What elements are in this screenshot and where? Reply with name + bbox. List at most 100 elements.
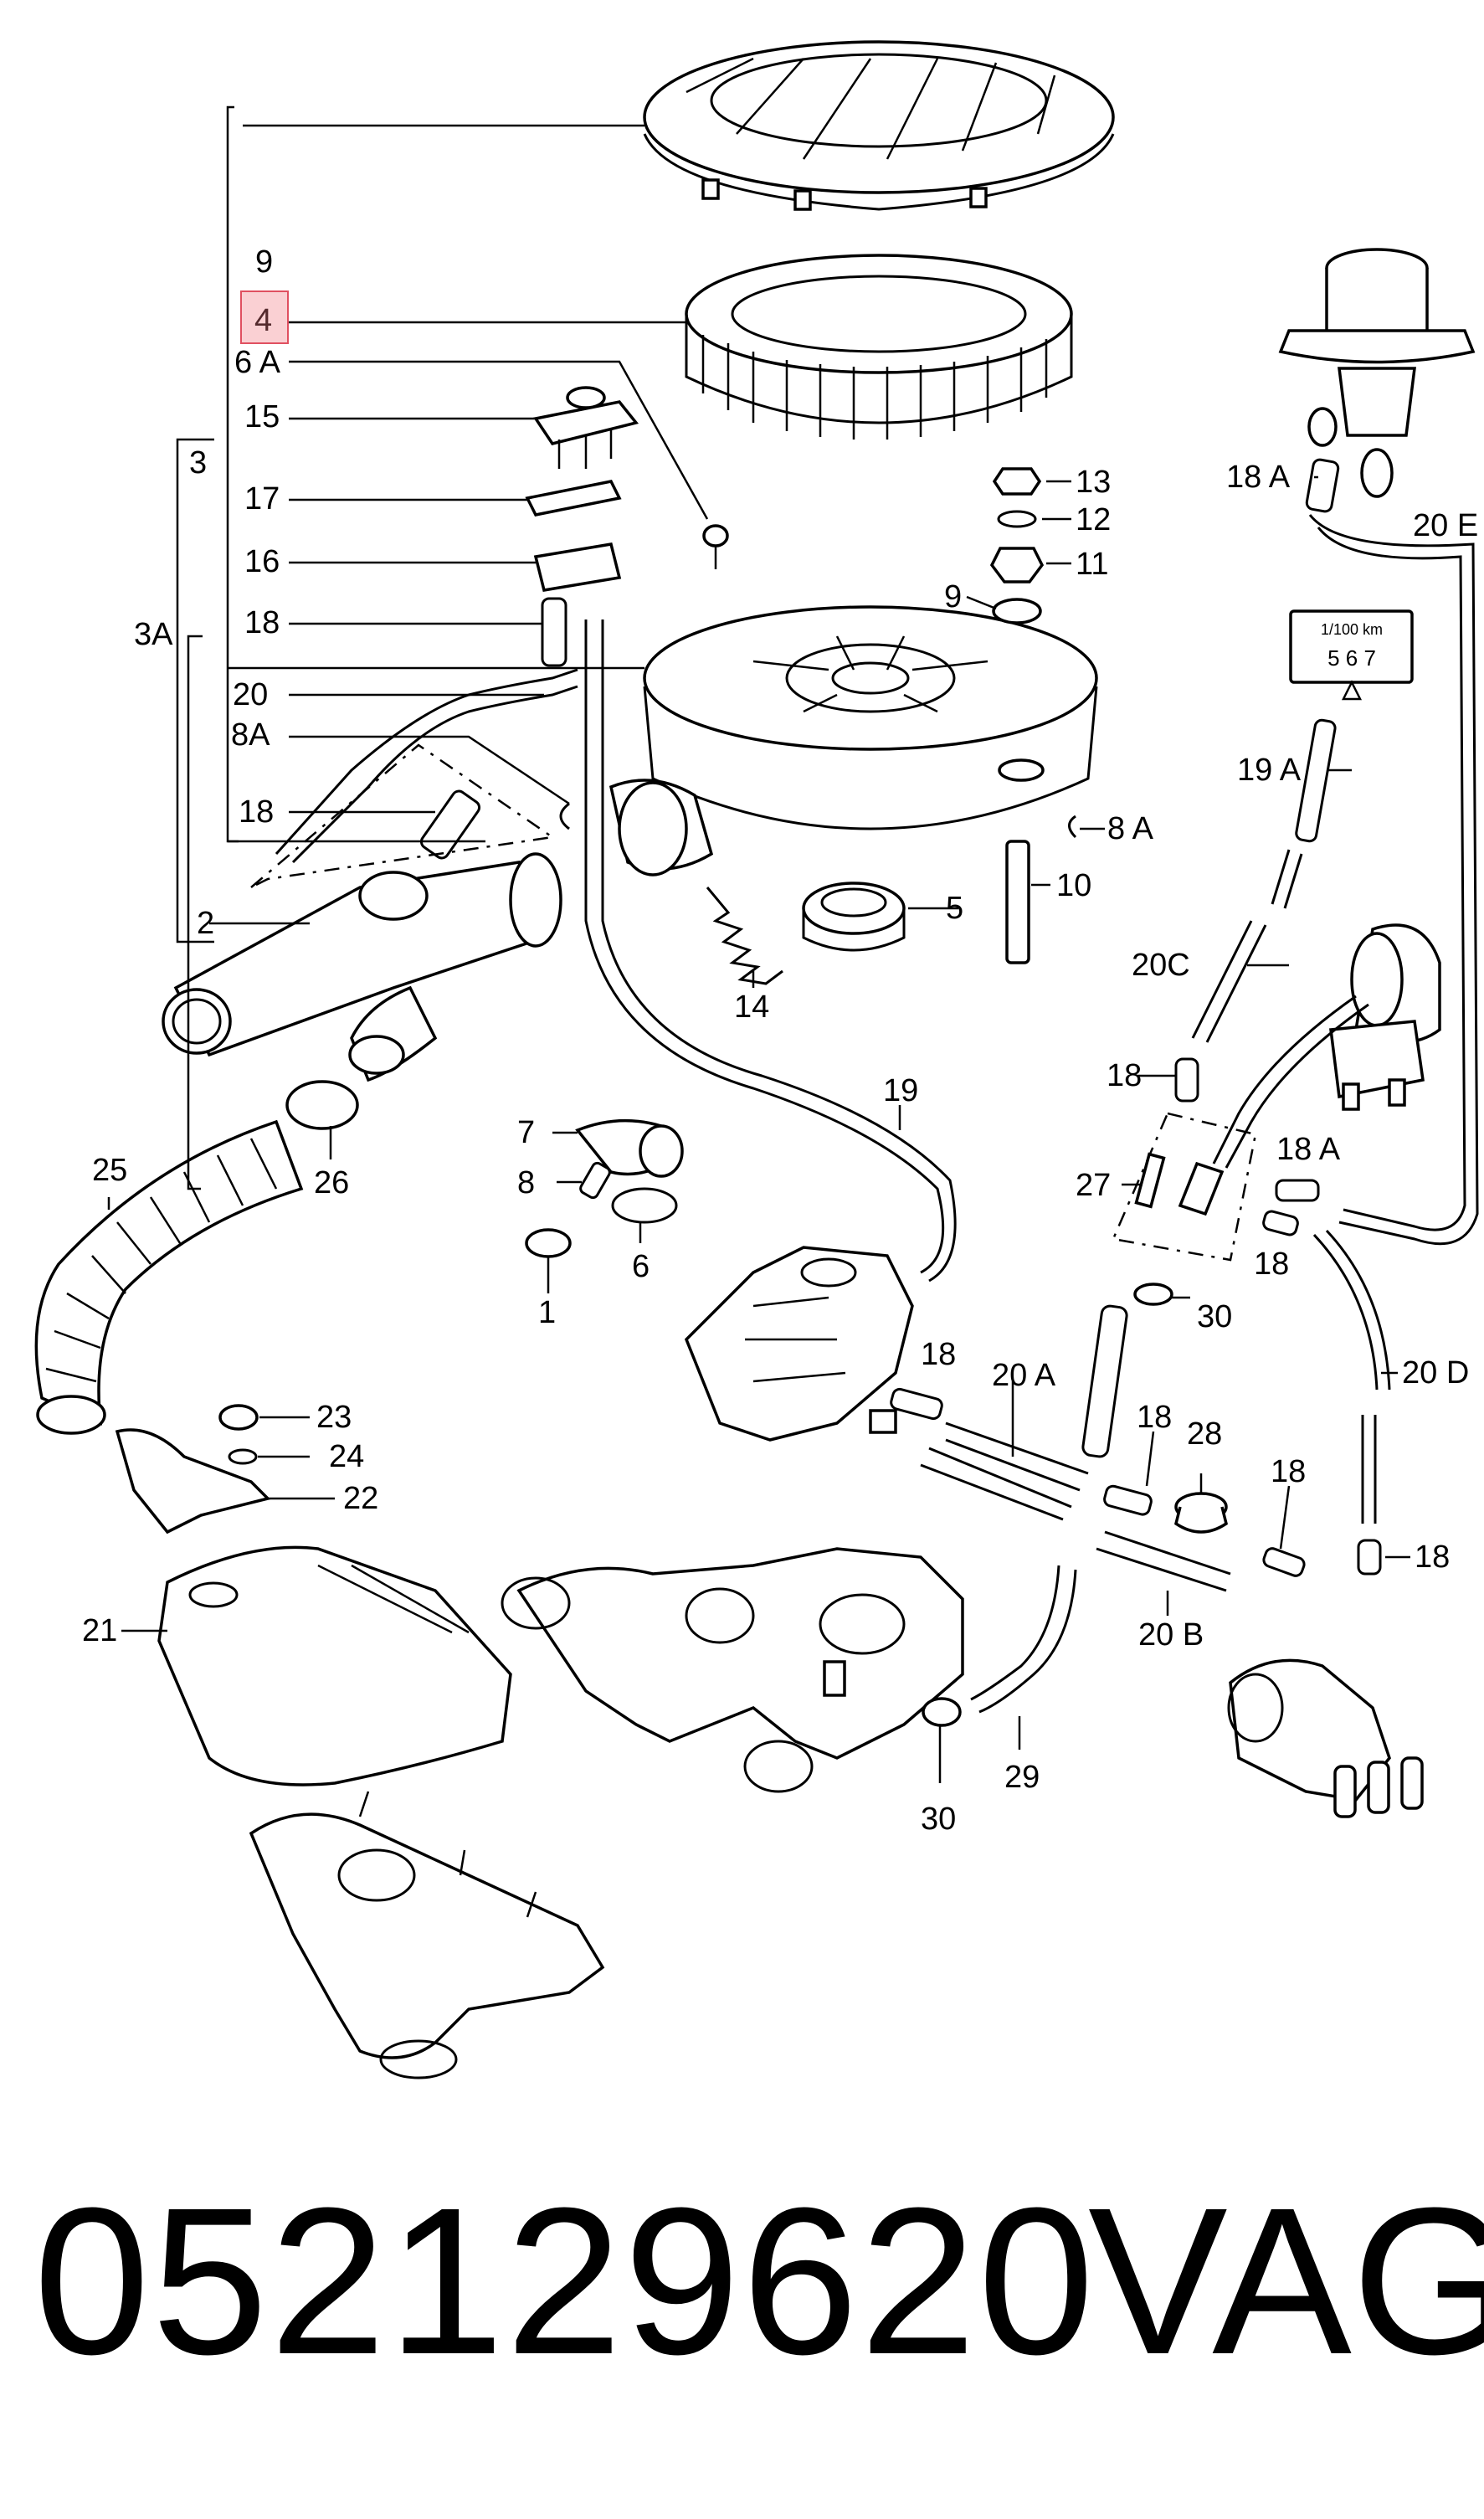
economy-gauge: 1/100 km 5 6 7 xyxy=(1289,609,1414,701)
part-labels: 9 4 6 A 15 3 17 16 18 3A 20 8A 18 2 13 1… xyxy=(82,244,1478,1837)
valve-1 xyxy=(525,1228,572,1258)
hose-18a-mid xyxy=(1275,1179,1320,1202)
label-19: 19 xyxy=(883,1073,918,1108)
label-3a: 3A xyxy=(134,617,173,652)
label-18-f: 18 xyxy=(1137,1400,1172,1435)
label-1: 1 xyxy=(538,1295,556,1330)
pin-6a xyxy=(702,524,729,547)
hose-18-h xyxy=(1357,1539,1382,1576)
bracket-16 xyxy=(533,542,622,592)
label-30-b: 30 xyxy=(921,1802,956,1837)
heat-shield-21 xyxy=(157,1545,512,1786)
gauge-ticks: 5 6 7 xyxy=(1327,645,1376,671)
gasket-17 xyxy=(525,480,622,517)
pipe-20e xyxy=(1308,514,1479,1246)
hose-18a-top xyxy=(1305,458,1340,513)
label-19a: 19 A xyxy=(1237,753,1302,788)
label-5: 5 xyxy=(946,891,963,926)
label-16: 16 xyxy=(244,544,280,579)
label-7: 7 xyxy=(517,1115,535,1150)
label-12: 12 xyxy=(1076,502,1111,537)
corrugated-hose-25 xyxy=(34,1119,304,1435)
label-28: 28 xyxy=(1187,1416,1222,1452)
clip-8a-right xyxy=(1068,815,1077,839)
hose-29 xyxy=(970,1565,1060,1701)
clamp-30-b xyxy=(922,1697,962,1727)
hose-18-g xyxy=(1262,1210,1299,1236)
label-17: 17 xyxy=(244,481,280,517)
grommet-9 xyxy=(992,598,1042,625)
label-8a-right: 8 A xyxy=(1107,811,1154,846)
label-30-a: 30 xyxy=(1197,1299,1232,1334)
hose-18-d xyxy=(1103,1484,1153,1516)
label-18-g: 18 xyxy=(1271,1454,1306,1489)
pipe-20b xyxy=(1104,1530,1231,1576)
label-8: 8 xyxy=(517,1165,535,1200)
label-6a: 6 A xyxy=(234,345,281,380)
hose-19 xyxy=(584,619,945,1274)
label-10: 10 xyxy=(1056,868,1091,903)
label-25: 25 xyxy=(92,1153,127,1188)
label-4: 4 xyxy=(254,303,272,338)
clamp-30-a xyxy=(1133,1283,1173,1306)
pipe-20d xyxy=(1312,1233,1379,1391)
brand-label: VAG xyxy=(1088,2164,1484,2398)
hose-30-pipe xyxy=(1081,1304,1128,1458)
hose-18-c xyxy=(890,1387,943,1421)
hose-19a xyxy=(1295,718,1337,843)
label-18-c: 18 xyxy=(1107,1058,1142,1093)
grommet-11 xyxy=(989,547,1045,583)
ring-6 xyxy=(611,1187,678,1224)
gauge-scale-top: 1/100 km xyxy=(1321,621,1383,638)
label-22: 22 xyxy=(343,1481,378,1516)
label-18a-mid: 18 A xyxy=(1276,1132,1341,1167)
exploded-parts-diagram: 1/100 km 5 6 7 xyxy=(34,40,1479,2079)
label-6: 6 xyxy=(632,1249,650,1284)
vacuum-canister xyxy=(1278,248,1476,498)
leader-lines xyxy=(107,105,1410,1783)
label-15: 15 xyxy=(244,399,280,434)
label-18-e: 18 xyxy=(921,1337,956,1372)
solenoid-valve xyxy=(1329,923,1441,1111)
label-8a: 8A xyxy=(231,717,270,753)
label-3: 3 xyxy=(189,445,207,481)
part-number: 052129620 xyxy=(33,2164,1096,2398)
label-20: 20 xyxy=(233,677,268,712)
nut-23 xyxy=(218,1404,259,1431)
label-14: 14 xyxy=(734,990,769,1025)
label-20a: 20 A xyxy=(992,1358,1056,1393)
clip-8a-left xyxy=(559,802,570,830)
nut-13 xyxy=(992,467,1042,496)
label-20d: 20 D xyxy=(1402,1355,1469,1391)
intake-manifold xyxy=(501,1547,964,1793)
pipe-20a xyxy=(945,1421,1089,1475)
label-20e: 20 E xyxy=(1413,508,1478,543)
air-filter-element xyxy=(685,254,1073,440)
label-18a-top: 18 A xyxy=(1226,460,1291,495)
washer-24 xyxy=(228,1448,258,1465)
label-21: 21 xyxy=(82,1613,117,1648)
vacuum-unit-15 xyxy=(533,386,639,469)
label-18-h: 18 xyxy=(1415,1540,1450,1575)
seal-5 xyxy=(802,882,906,952)
label-11: 11 xyxy=(1076,547,1108,582)
label-23: 23 xyxy=(316,1400,352,1435)
label-2: 2 xyxy=(197,906,214,941)
label-26: 26 xyxy=(314,1165,349,1200)
label-24: 24 xyxy=(329,1439,364,1474)
intake-snorkel-2 xyxy=(162,852,562,1082)
distributor xyxy=(1227,1658,1424,1818)
hose-18-e xyxy=(1262,1547,1306,1577)
label-18-d: 18 xyxy=(1254,1247,1289,1282)
duct-22 xyxy=(115,1428,271,1535)
clamp-26 xyxy=(285,1080,359,1130)
label-29: 29 xyxy=(1004,1760,1040,1795)
label-20b: 20 B xyxy=(1138,1617,1204,1653)
exhaust-manifold xyxy=(249,1791,605,2079)
label-27: 27 xyxy=(1076,1168,1111,1203)
carburettor xyxy=(684,1246,914,1442)
label-13: 13 xyxy=(1076,465,1111,500)
label-9: 9 xyxy=(255,244,273,280)
label-20c: 20C xyxy=(1132,948,1190,983)
valve-28 xyxy=(1174,1473,1228,1534)
